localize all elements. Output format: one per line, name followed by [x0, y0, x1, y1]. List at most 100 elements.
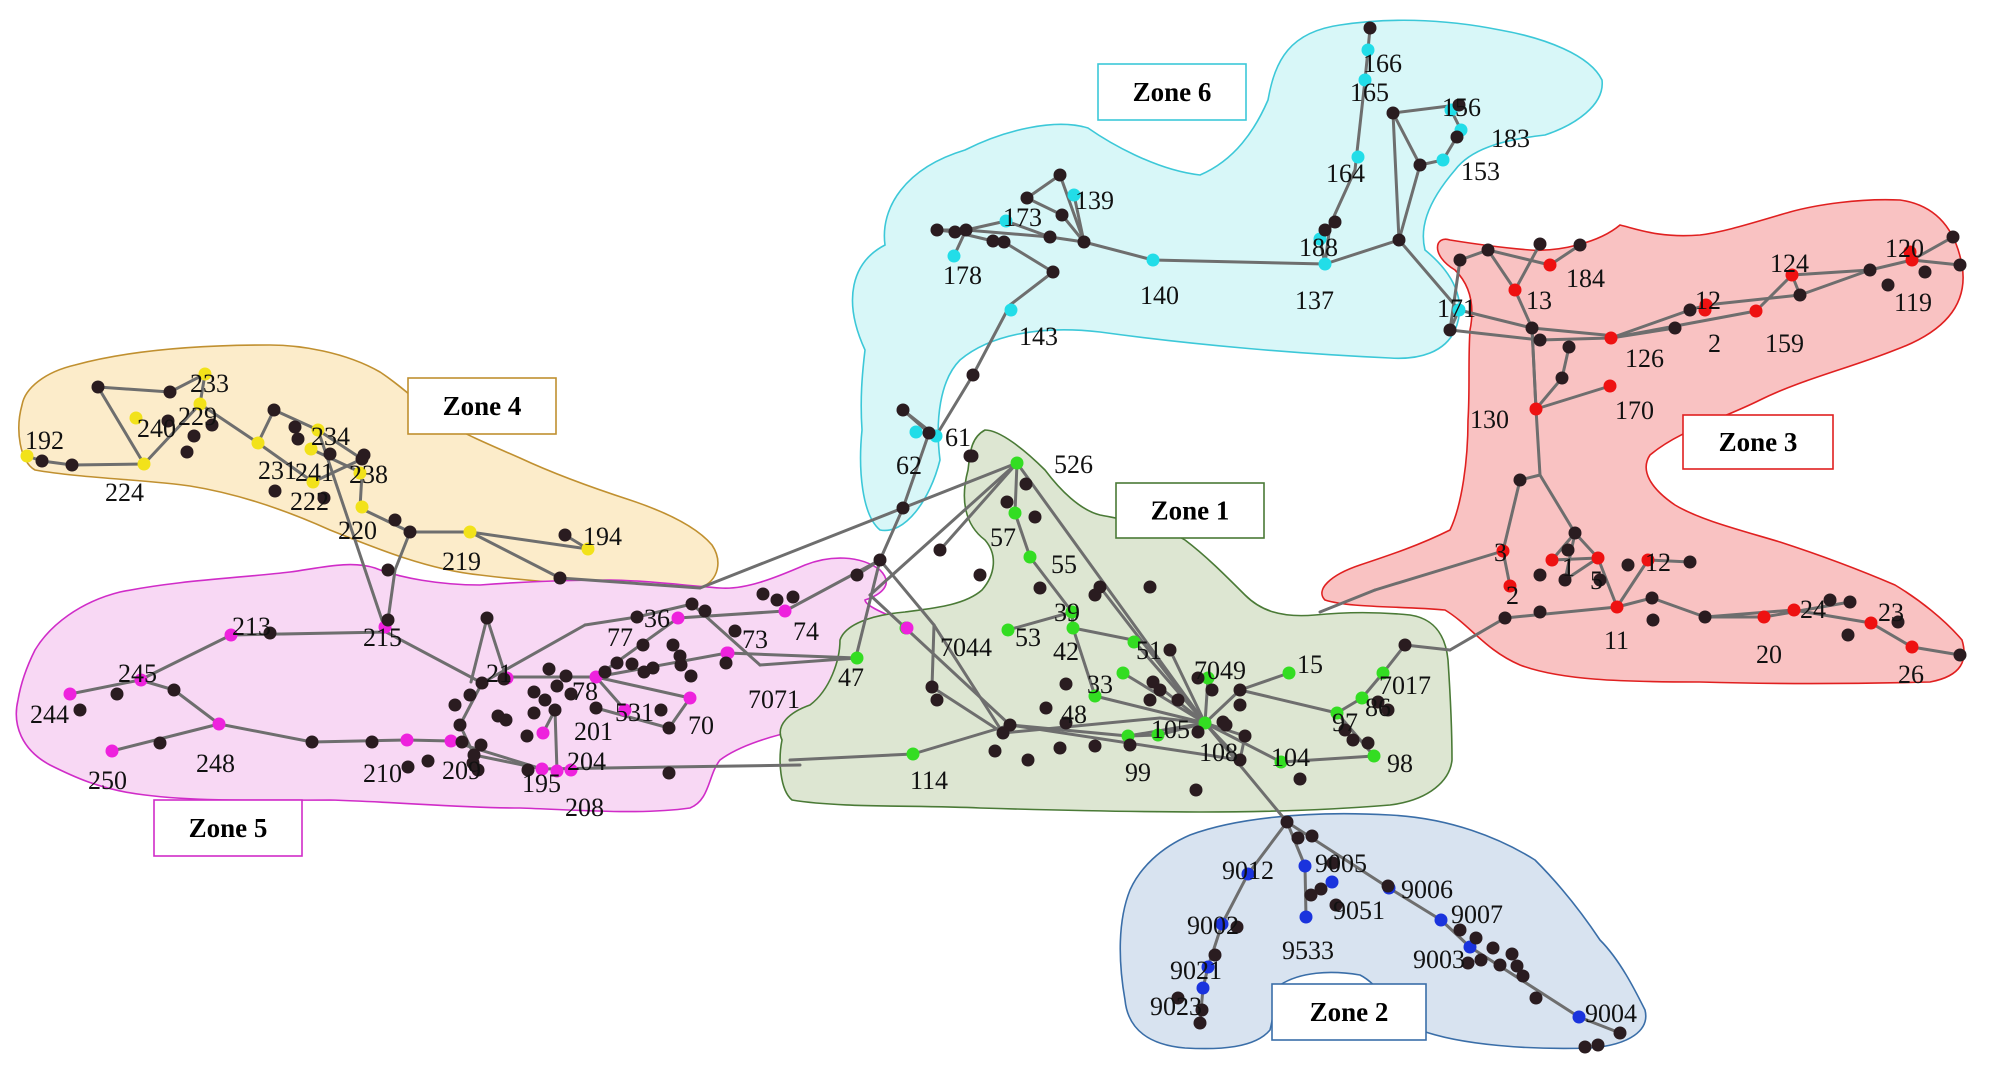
zone-1-label: Zone 1 [1151, 496, 1230, 526]
zone-3-label: Zone 3 [1719, 427, 1798, 457]
edge [1513, 242, 1542, 292]
edge [168, 372, 207, 394]
node [305, 735, 319, 749]
node [161, 414, 175, 428]
node-label: 245 [118, 659, 157, 688]
zone-1-node [1023, 550, 1037, 564]
edge [1609, 326, 1677, 340]
edge [1072, 193, 1086, 244]
edge [310, 738, 409, 744]
zone-3-node [1749, 304, 1763, 318]
node [1163, 643, 1177, 657]
edge [358, 506, 412, 534]
edge [594, 651, 729, 679]
edge [1534, 407, 1542, 477]
node-label: 9004 [1585, 999, 1637, 1028]
node [1453, 253, 1467, 267]
node-label: 2 [1708, 329, 1721, 358]
edge [1397, 238, 1461, 312]
node [666, 638, 680, 652]
zone-2-node [1325, 875, 1339, 889]
node [1533, 568, 1547, 582]
edge [938, 461, 1019, 552]
node [1578, 1040, 1592, 1054]
node [959, 223, 973, 237]
edge [1910, 645, 1962, 657]
node [662, 721, 676, 735]
node [1591, 1038, 1605, 1052]
node [421, 754, 435, 768]
node-label: 219 [442, 547, 481, 576]
node [896, 501, 910, 515]
zone-4-label-box: Zone 4 [407, 377, 557, 435]
edge [272, 408, 320, 432]
edge [1093, 694, 1207, 725]
node [497, 672, 511, 686]
edge [1285, 820, 1391, 890]
node [1843, 595, 1857, 609]
zone-6-node [999, 214, 1013, 228]
node-label: 126 [1625, 344, 1664, 373]
edge [868, 461, 1019, 597]
edge [1151, 258, 1327, 266]
edge [309, 447, 364, 475]
edge [468, 530, 562, 580]
edge [138, 633, 233, 682]
edge [854, 558, 882, 659]
edge [1910, 235, 1955, 262]
edge [1391, 111, 1422, 167]
zone-4-node [137, 457, 151, 471]
zone-1-label-frame [1115, 482, 1265, 539]
node [1841, 628, 1855, 642]
node-label: 5 [1590, 566, 1603, 595]
node [610, 656, 624, 670]
zone-5-node [536, 726, 550, 740]
node [559, 669, 573, 683]
node-label: 104 [1271, 743, 1310, 772]
zone-6-node [1004, 303, 1018, 317]
edge [901, 431, 931, 510]
node [728, 624, 742, 638]
node [674, 658, 688, 672]
zone-1-node [1088, 689, 1102, 703]
node [1000, 495, 1014, 509]
node [268, 484, 282, 498]
node-label: 164 [1326, 159, 1365, 188]
zone-1-node [1066, 621, 1080, 635]
node [1891, 615, 1905, 629]
node [317, 491, 331, 505]
edge [635, 602, 694, 619]
node [636, 638, 650, 652]
zone-6-node [1318, 257, 1332, 271]
node [1386, 106, 1400, 120]
zone-4-region [18, 344, 719, 589]
edge [558, 576, 702, 590]
node [1233, 683, 1247, 697]
node [1329, 898, 1343, 912]
edge [96, 385, 172, 394]
node [1561, 543, 1575, 557]
node-label: 62 [896, 451, 922, 480]
node [997, 235, 1011, 249]
node [527, 706, 541, 720]
edge [1323, 238, 1401, 266]
edge [553, 708, 559, 773]
edge [316, 428, 364, 461]
edge [964, 228, 1052, 239]
zone-5-node [400, 733, 414, 747]
node-label: 171 [1437, 294, 1476, 323]
zone-2-node [1434, 913, 1448, 927]
edge [1650, 596, 1707, 619]
zone-6-node [1436, 153, 1450, 167]
node [521, 763, 535, 777]
zone-1-node [1376, 666, 1390, 680]
node [467, 748, 481, 762]
node-label: 23 [1878, 598, 1904, 627]
node-label: 9533 [1282, 936, 1334, 965]
node-label: 224 [105, 478, 144, 507]
node-label: 42 [1053, 637, 1079, 666]
node [786, 590, 800, 604]
edge [1609, 308, 1692, 340]
